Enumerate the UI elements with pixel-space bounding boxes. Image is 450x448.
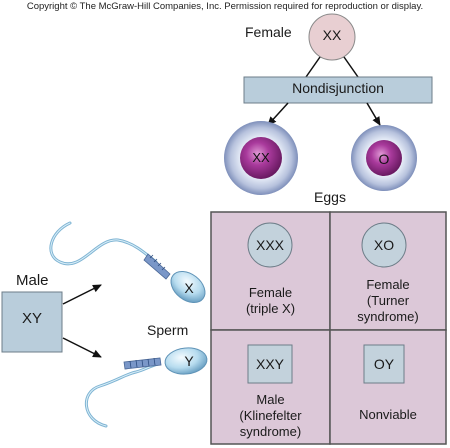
egg-xx-nucleus: [240, 137, 282, 179]
grid-karyotype-2: XO: [373, 237, 395, 253]
male-karyotype-box: [1, 291, 63, 353]
grid-result-3-line-2: (Klinefelter: [239, 408, 302, 423]
grid-result-3-line-1: Male: [256, 392, 285, 407]
arrow-to-sperm-y: [62, 337, 102, 358]
grid-karyotype-circle-1: [247, 222, 293, 268]
grid-result-4: Nonviable: [330, 407, 446, 423]
grid-result-2: Female (Turner syndrome): [330, 277, 446, 325]
grid-karyotype-4: OY: [373, 356, 395, 372]
sperm-y-head: [164, 347, 208, 375]
sperm-x: [49, 221, 206, 304]
egg-xx-label: XX: [252, 150, 270, 165]
grid-karyotype-box-4: [363, 344, 405, 384]
male-label: Male: [16, 272, 49, 289]
grid-result-1: Female (triple X): [211, 285, 330, 317]
copyright-notice: Copyright © The McGraw-Hill Companies, I…: [26, 1, 424, 12]
sperm-y: [84, 347, 208, 428]
grid-result-2-line-3: syndrome): [357, 309, 419, 324]
grid-result-3: Male (Klinefelter syndrome): [211, 392, 330, 440]
nondisjunction-box: [243, 76, 433, 104]
female-karyotype: XX: [322, 27, 342, 43]
grid-karyotype-circle-2: [361, 222, 407, 268]
grid-result-3-line-3: syndrome): [239, 424, 302, 439]
female-to-process-line-left: [305, 56, 321, 78]
female-label: Female: [245, 24, 292, 40]
grid-result-1-line-1: Female: [248, 285, 293, 300]
arrow-to-sperm-x: [62, 284, 102, 305]
eggs-label: Eggs: [314, 189, 346, 205]
male-karyotype: XY: [21, 310, 42, 327]
female-karyotype-circle: [308, 13, 356, 61]
grid-karyotype-3: XXY: [255, 356, 284, 372]
arrow-to-egg-xx: [267, 102, 289, 126]
egg-o-nucleus: [366, 140, 402, 176]
egg-o-label: O: [378, 151, 390, 167]
grid-result-1-line-2: (triple X): [245, 301, 296, 316]
grid-karyotype-box-3: [247, 344, 293, 384]
female-to-process-line-right: [343, 56, 359, 78]
nondisjunction-label: Nondisjunction: [292, 80, 384, 96]
grid-result-4-line-1: Nonviable: [359, 407, 417, 422]
sperm-label: Sperm: [147, 322, 189, 338]
grid-karyotype-1: XXX: [255, 237, 284, 253]
grid-result-2-line-1: Female: [366, 277, 410, 292]
sperm-x-label: X: [184, 280, 194, 296]
sperm-y-label: Y: [184, 353, 194, 369]
sperm-x-head: [170, 270, 206, 304]
arrow-to-egg-o: [366, 102, 381, 126]
grid-result-2-line-2: (Turner: [366, 293, 410, 308]
